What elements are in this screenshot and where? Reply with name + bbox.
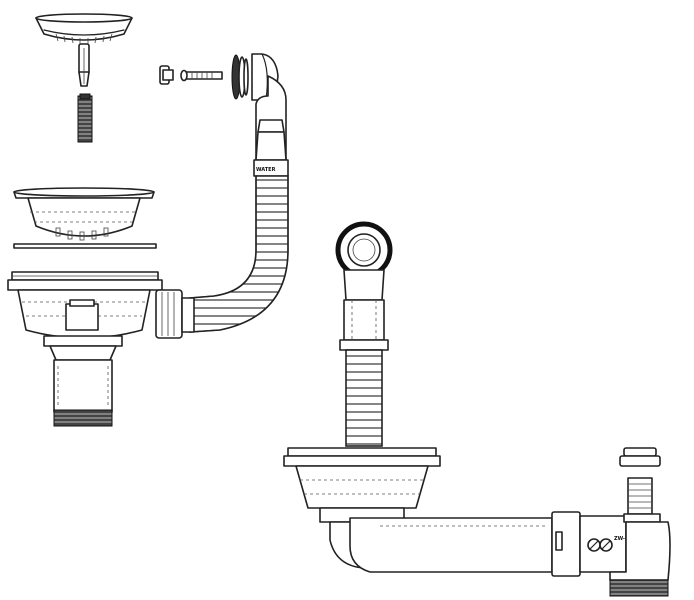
- corrugated-hose-left: [189, 175, 289, 333]
- drain-body-right: [283, 447, 441, 569]
- strainer-basket: [35, 13, 133, 87]
- corrugated-hose-right: [339, 339, 389, 447]
- sink-basket: [13, 187, 157, 249]
- overflow-head: WATER: [251, 53, 289, 177]
- trap-riser: [609, 447, 671, 597]
- hose-label-left: WATER: [256, 167, 276, 173]
- threaded-bolt: [77, 93, 93, 143]
- connector-label: ZW-12: [614, 536, 632, 542]
- horizontal-drain-pipe: ZW-12: [349, 511, 632, 577]
- overflow-gasket: [231, 54, 249, 100]
- overflow-ring: [335, 221, 393, 341]
- overflow-screw-set: [159, 65, 223, 85]
- drain-body-left: [7, 271, 195, 427]
